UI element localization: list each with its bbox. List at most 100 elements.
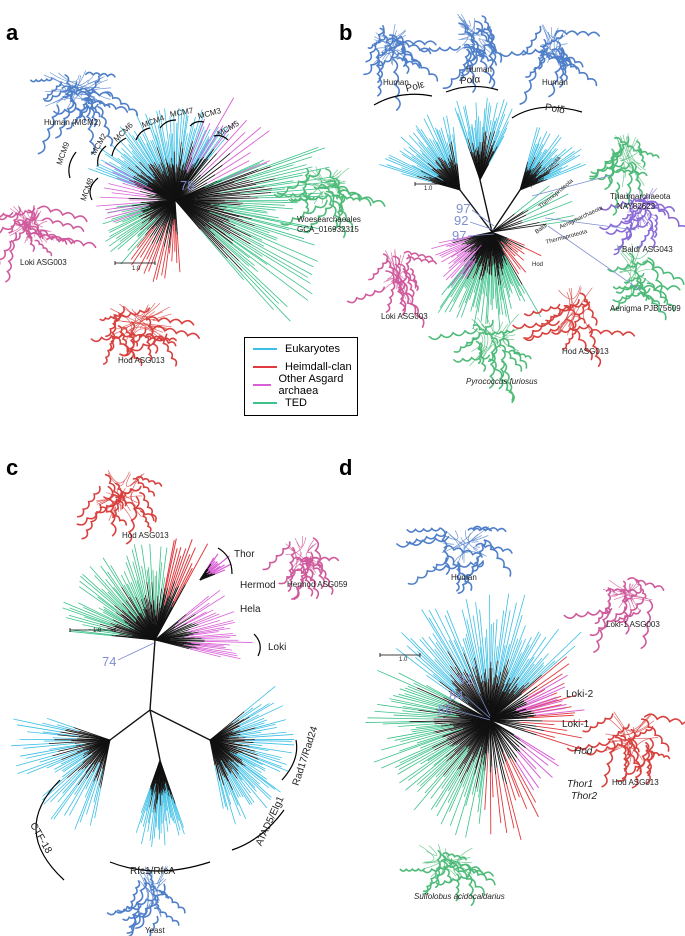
- c-tree-thor: [199, 553, 232, 581]
- c-tree-ted-tip: [94, 575, 129, 612]
- c-tree-ctf18-tip: [53, 784, 79, 820]
- c-hermod-structure-loop: [294, 537, 302, 557]
- b-loki-structure-loop: [394, 250, 399, 290]
- b-pyro-structure-helix: [428, 328, 478, 341]
- a-tree-euk-tip: [192, 109, 203, 142]
- d-tree-ted-tip: [462, 761, 474, 788]
- a-tree-euk-tip: [173, 113, 175, 152]
- d-human-structure-loop: [452, 551, 485, 565]
- legend-label-ted: TED: [285, 397, 307, 409]
- c-tree-rfc1-tip: [174, 803, 184, 828]
- d-hod-structure-helix: [640, 718, 670, 752]
- d-tree-heimdall-tip: [527, 673, 563, 697]
- a-human-mcm2-structure-helix: [84, 103, 96, 155]
- c-tree-ted-tip: [141, 565, 149, 600]
- d-tree-euk-tip: [432, 674, 469, 703]
- b-tree-ted-tip: [506, 264, 522, 297]
- annotation-layer: [35, 85, 641, 881]
- a-tree-ted-tip: [205, 225, 259, 273]
- b-aenigma-structure-loop: [624, 270, 638, 273]
- c-tree-ctf18-tip: [53, 753, 84, 770]
- b-aenigma-structure-loop: [620, 261, 634, 270]
- d-human-structure-loop: [442, 542, 455, 545]
- b-human1-structure-helix: [377, 48, 406, 67]
- c-hod-structure-helix: [112, 489, 124, 519]
- b-human2-structure-loop: [464, 26, 479, 35]
- b-tree-euk-epsilon-tip: [401, 153, 438, 177]
- b-pyro-structure-loop: [471, 327, 484, 352]
- a-human-mcm2-structure: [30, 70, 139, 155]
- a-trunk: [154, 194, 188, 204]
- b-thaum-structure-loop: [619, 157, 645, 186]
- b-hod-structure-loop: [557, 287, 573, 334]
- b-tree-heimdall-tip: [504, 246, 527, 273]
- c-hermod-structure-helix: [316, 560, 334, 595]
- b-tree-ted-tip: [502, 275, 512, 309]
- b-pyro-label: Pyrococcus furiosus: [466, 377, 538, 386]
- b-bracket-pol-epsilon: [373, 93, 433, 106]
- c-tree-heimdall-tip: [164, 538, 177, 595]
- b-human3-structure-loop: [553, 29, 557, 56]
- b-human3-structure-helix: [561, 59, 598, 87]
- b-human2-structure-helix: [467, 26, 491, 37]
- b-tree-euk-epsilon-tip: [448, 134, 456, 165]
- c-tree-ctf18-tip: [16, 724, 61, 733]
- a-hod-structure-loop: [134, 304, 149, 317]
- d-tree-euk-tip: [491, 622, 495, 668]
- d-tree-euk-tip: [507, 625, 526, 672]
- c-tree-rad17-tip: [243, 703, 270, 720]
- a-human-mcm2-structure-helix: [103, 91, 139, 117]
- a-woese-structure-helix: [333, 194, 361, 202]
- a-woese-structure-helix: [303, 199, 335, 233]
- b-hod-structure-loop: [557, 287, 582, 315]
- b-baldr-structure-loop: [627, 211, 635, 232]
- a-woese-structure-helix: [324, 192, 346, 239]
- d-tree-euk-tip: [498, 644, 510, 686]
- d-human-structure-helix: [405, 531, 448, 545]
- b-tree-euk-delta-tip: [540, 148, 559, 168]
- a-tree-heimdall-tip: [168, 219, 174, 254]
- b-tree-heimdall-tip: [507, 237, 526, 246]
- b-tree-arch-stem: [491, 223, 546, 233]
- c-tree-ctf18-tip: [61, 754, 88, 772]
- d-tree-heimdall-tip: [531, 704, 562, 712]
- c-tree-ctf18-tip: [89, 785, 100, 826]
- d-sulfo-structure-helix: [455, 873, 460, 902]
- b-aenigma-structure-loop: [630, 268, 651, 280]
- d-human-structure-helix: [467, 527, 492, 532]
- a-woese-structure-loop: [334, 167, 350, 192]
- d-tree-heimdall2-tip: [503, 763, 517, 801]
- b-human1-structure-loop: [375, 29, 406, 39]
- a-tree-euk-tip: [176, 107, 180, 165]
- c-tree-atad5-tip: [242, 751, 282, 768]
- a-tree-ted-tip: [240, 235, 313, 276]
- d-sulfo-structure-helix: [435, 873, 471, 886]
- a-tree-euk-tip: [192, 128, 211, 165]
- d-human-structure-loop: [465, 530, 479, 543]
- a-tree-ted-tip: [250, 236, 314, 268]
- b-human3-structure-loop: [556, 29, 567, 59]
- a-human-mcm2-structure-loop: [93, 79, 111, 100]
- b-tree-euk-delta-tip: [558, 148, 582, 165]
- a-hod-structure-loop: [129, 302, 156, 339]
- b-tree-euk-epsilon-tip: [434, 127, 452, 168]
- d-human-label: Human: [451, 573, 477, 582]
- b-tree-euk-alpha-tip: [492, 108, 513, 152]
- d-tree-euk-tip: [508, 615, 523, 660]
- b-human3-structure-helix: [525, 57, 546, 78]
- c-tree-atad5-tip: [227, 762, 243, 781]
- d-tree-euk-tip: [410, 637, 452, 681]
- b-tree-ted-tip: [493, 264, 497, 309]
- c-tree-ctf18-tip: [84, 763, 101, 798]
- c-tree-thor-tip: [207, 562, 219, 574]
- a-tree-ted-tip: [200, 229, 245, 281]
- b-tree-euk-alpha-tip: [474, 127, 478, 148]
- a-woese-structure-helix: [334, 177, 344, 216]
- b-tree-euk-alpha-tip: [478, 116, 480, 155]
- c-tree-loki-tip: [186, 641, 230, 646]
- a-woese-structure-helix: [273, 192, 312, 198]
- c-tree-ctf18-tip: [79, 777, 97, 823]
- c-tree-atad5-tip: [239, 752, 281, 772]
- a-woese-structure: [273, 166, 386, 239]
- b-aenigma-structure-helix: [612, 285, 638, 290]
